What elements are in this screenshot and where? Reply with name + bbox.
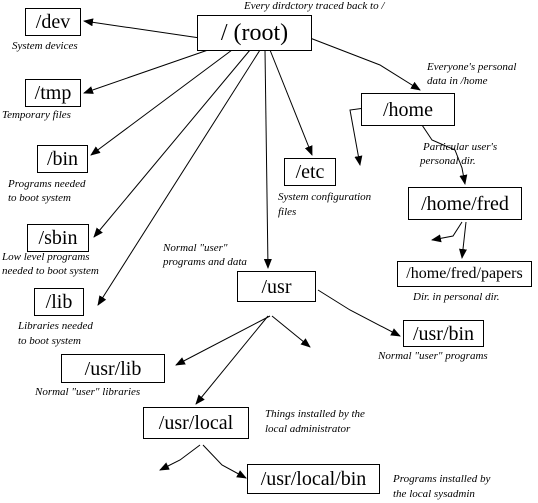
note-usr-2: programs and data bbox=[163, 256, 247, 268]
edge-local-open bbox=[159, 444, 201, 471]
node-dev: /dev bbox=[25, 8, 81, 36]
note-dev: System devices bbox=[12, 40, 78, 52]
note-lib-2: to boot system bbox=[18, 335, 81, 347]
edge-root-bin bbox=[90, 49, 233, 156]
note-bin-1: Programs needed bbox=[8, 178, 86, 190]
edge-usr-local bbox=[195, 315, 269, 405]
note-etc-1: System configuration bbox=[278, 191, 372, 203]
node-tmp: /tmp bbox=[25, 79, 81, 107]
edge-root-usr bbox=[263, 49, 272, 269]
note-home-1: Everyone's personal bbox=[427, 61, 517, 73]
note-tmp: Temporary files bbox=[2, 109, 71, 121]
node-home-fred: /home/fred bbox=[408, 187, 522, 220]
note-usr-bin: Normal "user" programs bbox=[378, 350, 488, 362]
edge-root-tmp bbox=[83, 49, 209, 94]
edge-usr-lib bbox=[175, 315, 271, 366]
note-fred-1: Particular user's bbox=[423, 141, 498, 153]
edge-root-dev bbox=[83, 18, 201, 39]
note-usr-lib: Normal "user" libraries bbox=[35, 386, 141, 398]
node-lib: /lib bbox=[34, 288, 84, 316]
node-usr: /usr bbox=[237, 271, 316, 302]
edge-home-open bbox=[349, 107, 366, 166]
note-etc-2: files bbox=[278, 206, 297, 218]
note-root: Every dirdctory traced back to / bbox=[244, 0, 385, 12]
note-usr-local-1: Things installed by the bbox=[265, 408, 365, 420]
node-home: /home bbox=[361, 93, 455, 126]
node-sbin: /sbin bbox=[27, 224, 89, 252]
node-usr-lib: /usr/lib bbox=[61, 354, 165, 383]
edge-root-home bbox=[309, 37, 421, 91]
edge-fred-open bbox=[431, 221, 463, 243]
node-usr-local: /usr/local bbox=[143, 407, 249, 439]
node-usr-bin: /usr/bin bbox=[403, 320, 484, 347]
node-etc: /etc bbox=[284, 158, 336, 186]
node-bin: /bin bbox=[37, 145, 88, 173]
note-usr-local-2: local administrator bbox=[265, 423, 351, 435]
edge-usr-open bbox=[271, 315, 311, 348]
note-sbin-2: needed to boot system bbox=[2, 265, 99, 277]
note-sbin-1: Low level programs bbox=[2, 251, 90, 263]
edge-root-etc bbox=[269, 49, 313, 156]
note-fred-2: personal dir. bbox=[420, 155, 476, 167]
edge-root-lib bbox=[97, 49, 261, 306]
edge-fred-papers bbox=[459, 221, 467, 259]
node-usr-local-bin: /usr/local/bin bbox=[247, 464, 380, 494]
edge-root-sbin bbox=[93, 49, 251, 238]
note-usr-1: Normal "user" bbox=[163, 242, 228, 254]
note-lib-1: Libraries needed bbox=[18, 320, 93, 332]
node-root: / (root) bbox=[197, 15, 312, 51]
note-papers: Dir. in personal dir. bbox=[413, 291, 500, 303]
note-usr-local-bin-1: Programs installed by bbox=[393, 473, 491, 485]
edge-local-bin bbox=[202, 444, 247, 479]
node-home-fred-papers: /home/fred/papers bbox=[397, 261, 532, 287]
edge-home-fred bbox=[419, 121, 468, 185]
note-usr-local-bin-2: the local sysadmin bbox=[393, 488, 475, 500]
note-bin-2: to boot system bbox=[8, 192, 71, 204]
edge-usr-bin bbox=[317, 289, 401, 337]
note-home-2: data in /home bbox=[427, 75, 488, 87]
